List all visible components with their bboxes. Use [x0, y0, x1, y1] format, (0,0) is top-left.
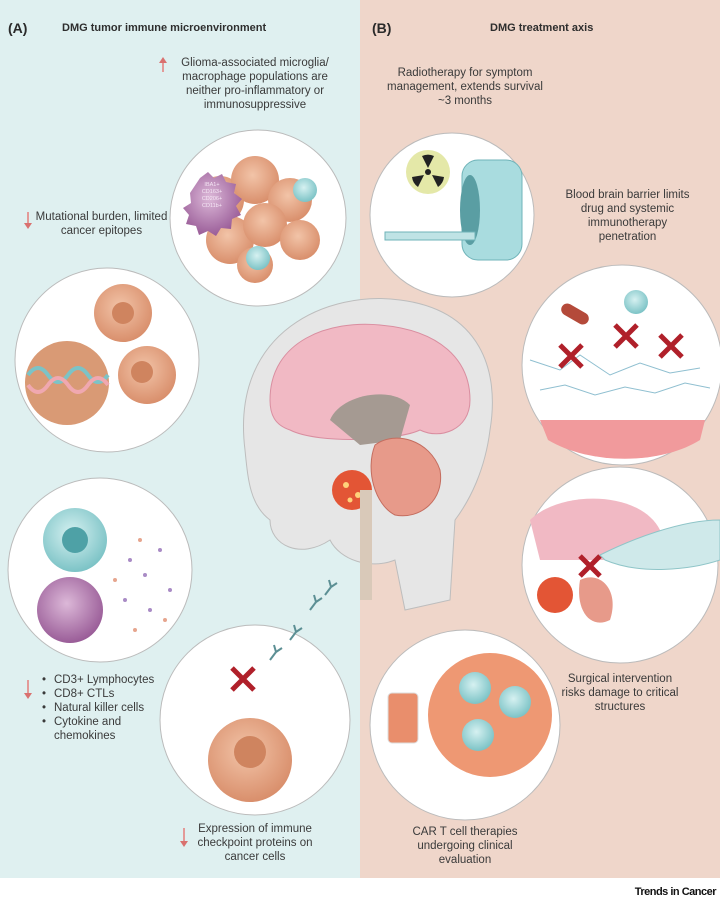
radiotherapy-circle [369, 132, 535, 298]
list-item: Cytokine and chemokines [42, 715, 170, 743]
car-t-text: CAR T cell therapies undergoing clinical… [412, 826, 518, 866]
radiation-icon [412, 154, 444, 187]
journal-name: Trends in Cancer [634, 886, 717, 898]
list-item: Natural killer cells [42, 701, 170, 715]
checkpoint-text: Expression of immune checkpoint proteins… [197, 823, 313, 863]
microglia-marker: CD163+ [202, 189, 222, 195]
tumor-cluster-circle: IBA1+ CD163+ CD206+ CD11b+ [169, 129, 347, 307]
microglia-marker: CD206+ [202, 196, 222, 202]
list-item: CD8+ CTLs [42, 687, 170, 701]
surgery-text: Surgical intervention risks damage to cr… [561, 673, 679, 713]
immune-cells-list: CD3+ Lymphocytes CD8+ CTLs Natural kille… [40, 673, 170, 743]
decrease-arrow-icon [24, 680, 32, 699]
blood-brain-barrier-circle [521, 264, 720, 466]
car-t-circle [369, 629, 561, 821]
panel-a-label: (A) [8, 20, 28, 36]
checkpoint-circle [159, 579, 351, 816]
mutational-burden-circle [14, 267, 200, 453]
child-head-brain-illustration [243, 298, 493, 611]
glioma-microglia-text: Glioma-associated microglia/ macrophage … [181, 57, 329, 111]
immune-cells-circle [7, 477, 193, 663]
list-item: CD3+ Lymphocytes [42, 673, 170, 687]
microglia-marker: IBA1+ [204, 182, 219, 188]
surgery-circle [521, 466, 720, 664]
microglia-markers: IBA1+ CD163+ CD206+ CD11b+ [202, 182, 222, 209]
bbb-text: Blood brain barrier limits drug and syst… [565, 189, 690, 243]
radiotherapy-text: Radiotherapy for symptom management, ext… [387, 67, 543, 107]
illustration-layer: IBA1+ CD163+ CD206+ CD11b+ [7, 129, 720, 821]
panel-b-label: (B) [372, 20, 392, 36]
decrease-arrow-icon [180, 828, 188, 847]
mutational-burden-text: Mutational burden, limited cancer epitop… [35, 211, 168, 237]
panel-a-title: DMG tumor immune microenvironment [62, 22, 267, 34]
panel-b-title: DMG treatment axis [490, 22, 594, 34]
increase-arrow-icon [159, 57, 167, 72]
microglia-marker: CD11b+ [202, 203, 222, 209]
decrease-arrow-icon [24, 212, 32, 229]
